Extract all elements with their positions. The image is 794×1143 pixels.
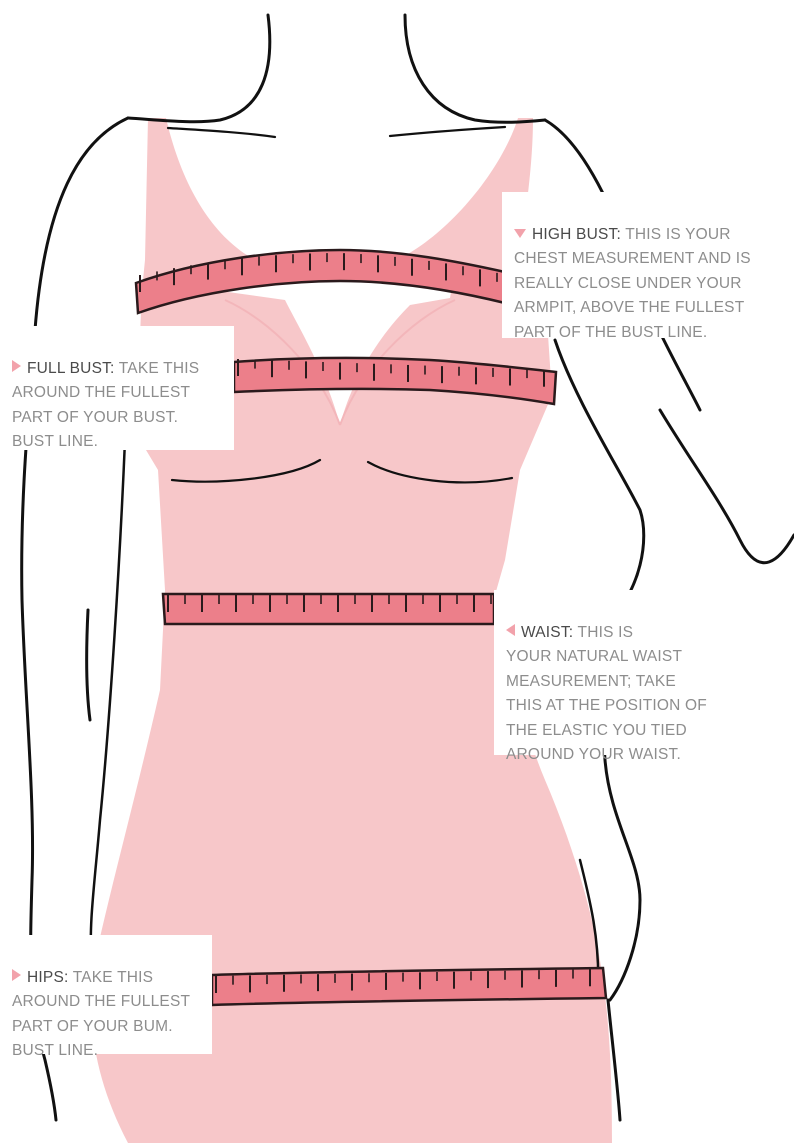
neck-right-line bbox=[405, 15, 545, 122]
collarbone-left-line bbox=[168, 128, 275, 137]
waist-tape bbox=[163, 594, 494, 624]
full-bust-term: FULL BUST: bbox=[27, 360, 115, 377]
right-elbow-line bbox=[660, 410, 794, 563]
waist-label: WAIST: THIS IS YOUR NATURAL WAIST MEASUR… bbox=[494, 590, 740, 755]
collarbone-right-line bbox=[390, 127, 505, 136]
right-armpit-line bbox=[555, 340, 644, 620]
triangle-left-icon bbox=[506, 624, 515, 636]
hips-label: HIPS: TAKE THIS AROUND THE FULLEST PART … bbox=[0, 935, 212, 1054]
triangle-right-icon bbox=[12, 360, 21, 372]
high-bust-label: HIGH BUST: THIS IS YOUR CHEST MEASUREMEN… bbox=[502, 192, 772, 338]
full-bust-label: FULL BUST: TAKE THIS AROUND THE FULLEST … bbox=[0, 326, 234, 450]
hips-term: HIPS: bbox=[27, 969, 68, 986]
triangle-right-icon bbox=[12, 969, 21, 981]
high-bust-term: HIGH BUST: bbox=[532, 226, 621, 243]
waist-description: THIS IS YOUR NATURAL WAIST MEASUREMENT; … bbox=[506, 624, 707, 764]
neck-left-line bbox=[128, 15, 270, 122]
triangle-down-icon bbox=[514, 229, 526, 238]
left-forearm-line bbox=[87, 610, 90, 720]
hips-tape bbox=[212, 968, 606, 1005]
waist-term: WAIST: bbox=[521, 624, 573, 641]
